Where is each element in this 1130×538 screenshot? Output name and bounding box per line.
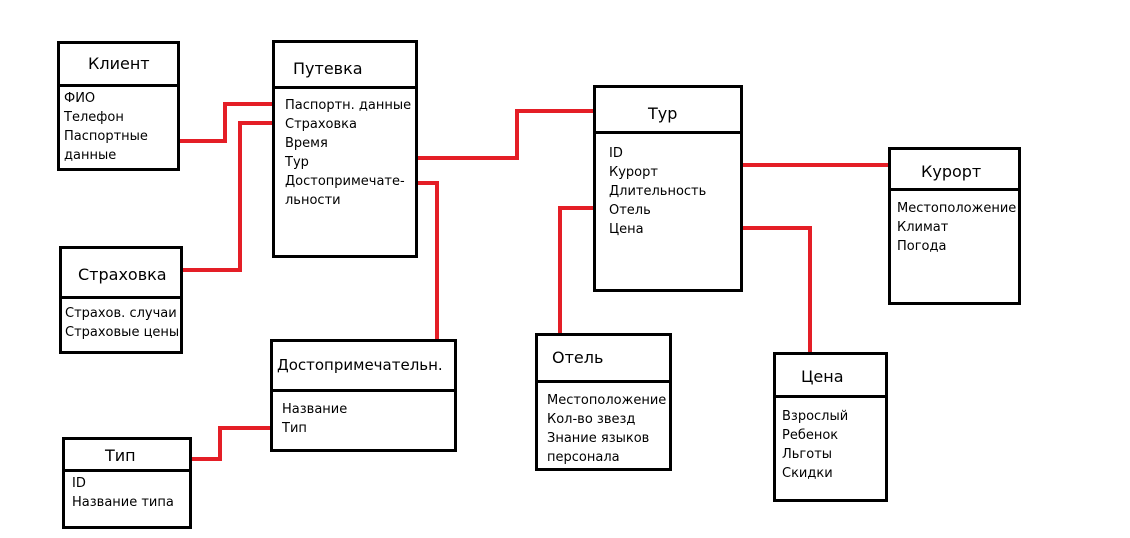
entity-voucher-fields: Паспортн. данные Страховка Время Тур Дос… [275,89,415,210]
entity-resort-fields: Местоположение Климат Погода [891,191,1018,256]
entity-type-header: Тип [65,440,189,472]
entity-price-header: Цена [776,355,885,398]
entity-tour: Тур ID Курорт Длительность Отель Цена [593,85,743,292]
entity-tour-fields: ID Курорт Длительность Отель Цена [596,134,740,239]
entity-resort-title: Курорт [921,162,982,181]
entity-hotel-title: Отель [552,348,604,367]
link-voucher-landmark [416,181,439,340]
field: персонала [547,450,620,465]
entity-type-title: Тип [105,446,136,465]
entity-price-title: Цена [801,367,844,386]
link-voucher-tour [416,109,596,160]
entity-client-fields: ФИО Телефон Паспортные данные [60,87,177,165]
link-type-landmark [191,426,272,461]
entity-voucher: Путевка Паспортн. данные Страховка Время… [272,40,418,258]
entity-insurance-fields: Страхов. случаи Страховые цены [62,299,180,342]
entity-type-fields: ID Название типа [65,472,189,512]
field: Отель [609,203,651,218]
field: Страховка [285,117,357,132]
field: Телефон [64,110,124,125]
entity-insurance-title: Страховка [78,265,167,284]
entity-insurance: Страховка Страхов. случаи Страховые цены [59,246,183,354]
entity-tour-header: Тур [596,88,740,134]
field: Тип [282,421,307,436]
entity-price: Цена Взрослый Ребенок Льготы Скидки [773,352,888,502]
entity-price-fields: Взрослый Ребенок Льготы Скидки [776,398,885,483]
entity-voucher-title: Путевка [293,59,363,78]
entity-client-title: Клиент [88,54,150,73]
entity-hotel-fields: Местоположение Кол-во звезд Знание языко… [538,383,669,467]
entity-resort: Курорт Местоположение Климат Погода [888,147,1021,305]
field: Длительность [609,184,707,199]
field: Скидки [782,466,833,481]
field: Кол-во звезд [547,412,636,427]
field: Паспортн. данные [285,98,412,113]
entity-client-header: Клиент [60,44,177,87]
field: Взрослый [782,409,849,424]
entity-type: Тип ID Название типа [62,437,192,529]
link-client-voucher [178,102,276,143]
field: Курорт [609,165,658,180]
field: Паспортные [64,129,148,144]
field: Льготы [782,447,833,462]
field: льности [285,193,341,208]
entity-landmark-title: Достопримечательн. [277,356,443,374]
field: Знание языков [547,431,650,446]
field: Местоположение [547,393,667,408]
entity-voucher-header: Путевка [275,43,415,89]
entity-landmark-header: Достопримечательн. [273,342,454,392]
entity-landmark: Достопримечательн. Название Тип [270,339,457,452]
field: Название типа [72,495,174,510]
entity-client: Клиент ФИО Телефон Паспортные данные [57,41,180,171]
field: Страхов. случаи [65,306,177,321]
field: Название [282,402,348,417]
field: Ребенок [782,428,839,443]
field: Погода [897,239,947,254]
entity-tour-title: Тур [648,104,678,123]
entity-landmark-fields: Название Тип [273,392,454,438]
field: Страховые цены [65,325,180,340]
entity-hotel: Отель Местоположение Кол-во звезд Знание… [535,333,672,471]
field: ID [609,146,623,161]
link-insurance-voucher [183,121,276,272]
entity-hotel-header: Отель [538,336,669,383]
entity-insurance-header: Страховка [62,249,180,299]
field: Достопримечате- [285,174,405,189]
link-tour-hotel [558,206,596,335]
field: Время [285,136,328,151]
field: ID [72,476,86,491]
field: Цена [609,222,644,237]
field: Тур [285,155,309,170]
entity-resort-header: Курорт [891,150,1018,191]
field: Местоположение [897,201,1017,216]
field: данные [64,148,117,163]
field: Климат [897,220,949,235]
field: ФИО [64,91,96,106]
